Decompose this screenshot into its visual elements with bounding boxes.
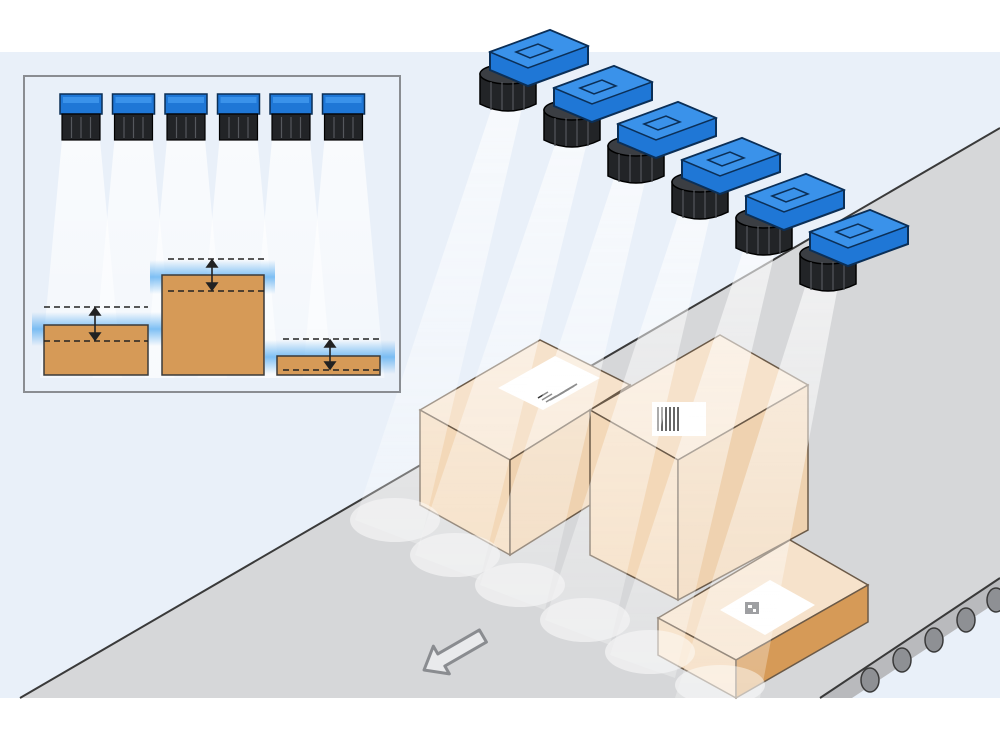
frame-bottom	[0, 698, 1000, 750]
camera-icon	[799, 208, 911, 292]
inset-box-medium	[32, 306, 162, 376]
direction-arrow-icon	[422, 628, 488, 676]
camera-icon	[543, 64, 655, 148]
camera-light-beams	[350, 95, 842, 705]
inset-box-tall	[150, 258, 275, 376]
inset-box-low	[265, 338, 395, 376]
frame-top	[0, 0, 1000, 52]
camera-icon	[671, 136, 783, 220]
camera-icon	[607, 100, 719, 184]
height-measure-arrow-icon	[88, 306, 102, 342]
camera-icon	[479, 28, 591, 112]
camera-icon	[735, 172, 847, 256]
height-measure-arrow-icon	[323, 338, 337, 371]
height-measure-arrow-icon	[205, 258, 219, 292]
height-measurement-inset	[23, 75, 401, 393]
camera-array	[479, 28, 911, 292]
conveyor-rollers	[819, 577, 1000, 699]
